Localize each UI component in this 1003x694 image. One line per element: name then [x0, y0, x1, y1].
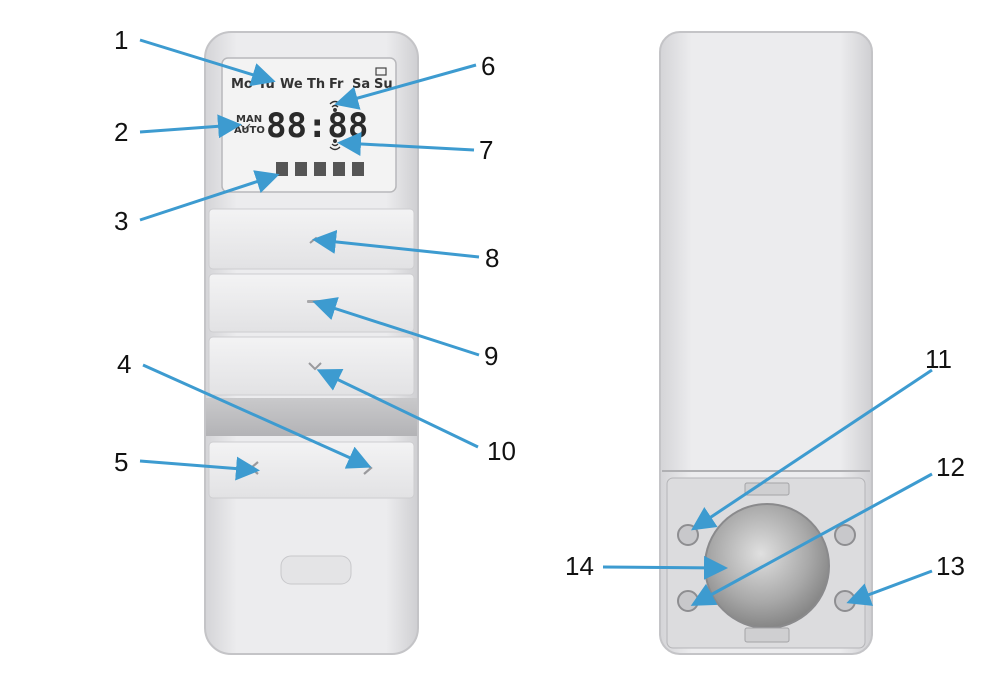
remote-front: Mo Tu We Th Fr Sa Su MAN AUTO 88:88 [204, 31, 419, 655]
lcd-mode-auto: AUTO [234, 125, 265, 136]
callout-label-4: 4 [117, 349, 131, 379]
arrow-2 [139, 114, 242, 139]
grey-band [206, 398, 417, 436]
battery-contact-top-right [834, 524, 856, 546]
arrow-4 [142, 363, 372, 469]
lcd-display: Mo Tu We Th Fr Sa Su MAN AUTO 88:88 [221, 57, 397, 193]
coin-battery [704, 503, 830, 629]
battery-compartment [666, 477, 866, 649]
callout-label-7: 7 [479, 135, 493, 165]
screw-bottom-left [677, 590, 699, 612]
battery-clip-bottom [744, 627, 790, 643]
down-arrow-icon [308, 362, 322, 371]
arrow-1 [139, 38, 276, 87]
arrow-5 [139, 456, 260, 481]
callout-label-12: 12 [936, 452, 965, 482]
arrow-9 [312, 297, 480, 357]
arrow-6 [334, 63, 477, 110]
arrow-14 [602, 555, 728, 580]
callout-label-14: 14 [565, 551, 594, 581]
callout-label-8: 8 [485, 243, 499, 273]
callout-label-2: 2 [114, 117, 128, 147]
lcd-day-mo: Mo [231, 77, 253, 92]
callout-label-6: 6 [481, 51, 495, 81]
callout-label-11: 11 [925, 344, 952, 374]
lcd-day-sa: Sa [352, 77, 370, 92]
callout-label-3: 3 [114, 206, 128, 236]
arrow-13 [846, 569, 933, 606]
callout-label-5: 5 [114, 447, 128, 477]
callout-label-10: 10 [487, 436, 516, 466]
arrow-10 [316, 368, 479, 449]
callout-label-13: 13 [936, 551, 965, 581]
lcd-mode-man: MAN [236, 114, 262, 125]
remote-back [659, 31, 873, 655]
battery-contact-top-left [677, 524, 699, 546]
callout-arrows [139, 38, 933, 606]
lcd-day-we: We [280, 77, 303, 92]
lcd-clock: 88:88 [266, 106, 368, 146]
arrow-8 [312, 229, 480, 259]
up-button[interactable] [208, 208, 415, 270]
logo-plate [280, 555, 352, 585]
arrow-7 [337, 131, 475, 156]
arrow-3 [139, 170, 280, 222]
callout-label-1: 1 [114, 25, 128, 55]
callout-labels: 1 2 3 4 5 6 7 8 9 10 11 12 13 14 [114, 25, 965, 581]
callout-label-9: 9 [484, 341, 498, 371]
lcd-day-th: Th [307, 77, 325, 92]
battery-icon [375, 67, 387, 76]
lcd-day-fr: Fr [329, 77, 344, 92]
arrow-11 [691, 368, 933, 531]
arrow-12 [690, 472, 933, 606]
